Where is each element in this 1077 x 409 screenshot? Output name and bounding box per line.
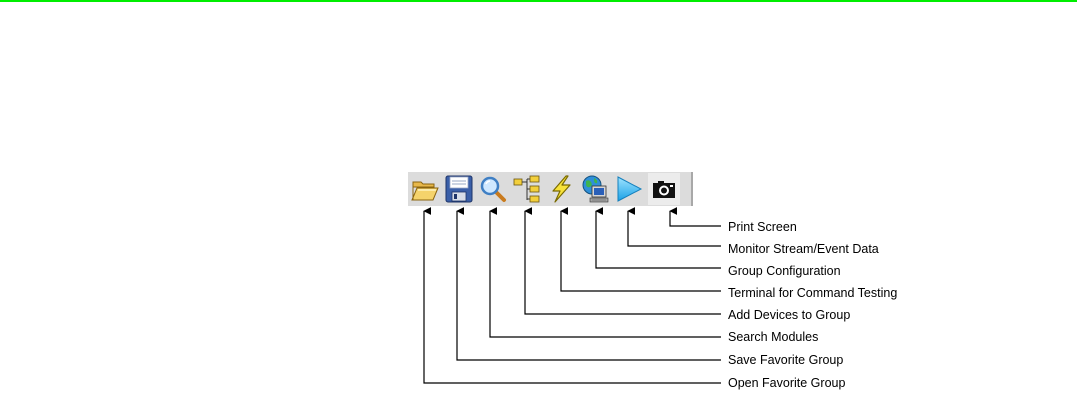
- label-save-favorite-group: Save Favorite Group: [728, 353, 843, 367]
- label-print-screen: Print Screen: [728, 220, 797, 234]
- label-open-favorite-group: Open Favorite Group: [728, 376, 845, 390]
- callout-save-favorite-group: [457, 211, 721, 360]
- callout-monitor-stream-event-data: [628, 211, 721, 246]
- callout-terminal-command-testing: [561, 211, 721, 291]
- label-group-configuration: Group Configuration: [728, 264, 841, 278]
- label-search-modules: Search Modules: [728, 330, 818, 344]
- label-add-devices-to-group: Add Devices to Group: [728, 308, 850, 322]
- callout-open-favorite-group: [424, 211, 721, 383]
- callout-group-configuration: [596, 211, 721, 268]
- label-monitor-stream-event-data: Monitor Stream/Event Data: [728, 242, 879, 256]
- callout-print-screen: [670, 211, 721, 226]
- label-terminal-command-testing: Terminal for Command Testing: [728, 286, 897, 300]
